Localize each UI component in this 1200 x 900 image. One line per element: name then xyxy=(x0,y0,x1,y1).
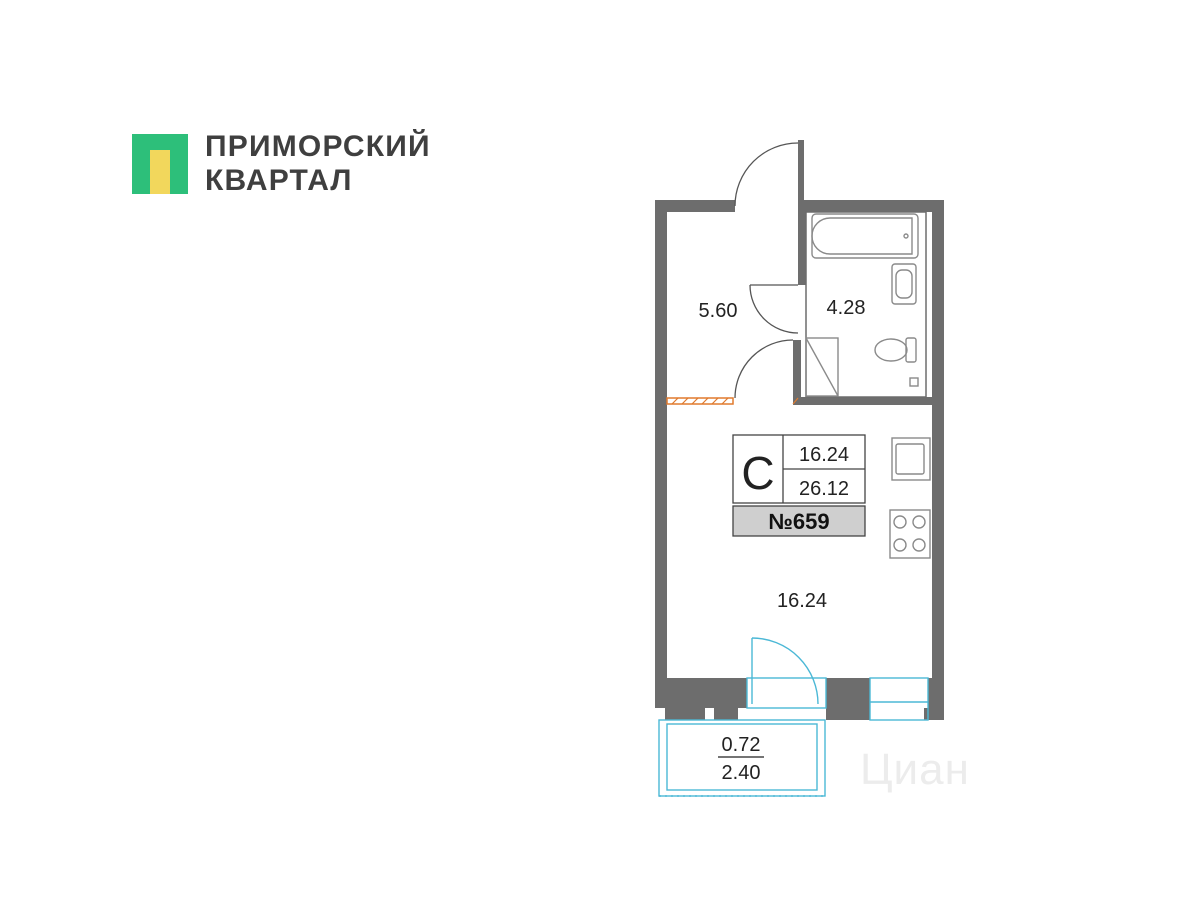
watermark: Циан xyxy=(860,745,970,794)
burner-1 xyxy=(893,515,907,529)
kitchen-fixtures xyxy=(889,437,931,559)
wall-top-left xyxy=(655,200,735,212)
wall-bottom-left xyxy=(655,678,747,708)
entrance-marker xyxy=(666,397,734,405)
wall-top-right xyxy=(798,200,944,212)
wall-bottom-right xyxy=(928,678,944,708)
wall-bottom-ledge-4 xyxy=(924,708,944,720)
bathtub-inner xyxy=(811,217,913,255)
summary-badge: С 16.24 26.12 №659 xyxy=(732,434,866,537)
logo-icon-inner xyxy=(150,150,170,194)
washbasin-bowl xyxy=(895,269,913,299)
bathroom-fixtures xyxy=(805,213,919,397)
brand-name: ПРИМОРСКИЙ КВАРТАЛ xyxy=(205,130,505,198)
burner-3 xyxy=(893,538,907,552)
apartment-number-bg xyxy=(732,505,866,537)
balcony-area-top: 0.72 xyxy=(722,734,761,756)
kitchen-sink-bowl xyxy=(895,443,925,475)
wall-right xyxy=(932,200,944,678)
balcony-door-frame xyxy=(746,677,827,709)
outer-walls xyxy=(655,140,944,708)
wall-bath-bottom xyxy=(793,397,932,405)
summary-living-area: 16.24 xyxy=(799,444,849,466)
logo-icon xyxy=(132,134,188,194)
bath-area-label: 4.28 xyxy=(827,297,866,319)
brand-line-1: ПРИМОРСКИЙ xyxy=(205,130,431,163)
balcony-inner-line xyxy=(666,723,818,791)
toilet-tank xyxy=(905,337,917,363)
interior-walls xyxy=(793,200,932,405)
toilet-icon xyxy=(874,338,908,362)
doors xyxy=(734,142,799,399)
entrance-hatch xyxy=(671,397,799,405)
window-right xyxy=(869,677,929,721)
brand-line-2: КВАРТАЛ xyxy=(205,164,353,197)
wall-bath-left-upper xyxy=(798,200,806,285)
hall-area-label: 5.60 xyxy=(699,300,738,322)
stove-icon xyxy=(889,509,931,559)
burner-4 xyxy=(912,538,926,552)
wall-bottom-ledge-2 xyxy=(714,708,738,720)
entrance-door-swing xyxy=(734,142,799,207)
burner-2 xyxy=(912,515,926,529)
bathtub-icon xyxy=(811,213,919,259)
bathtub-drain xyxy=(903,233,909,239)
wall-bottom-mid xyxy=(826,678,870,708)
bathroom-door-swing xyxy=(749,284,799,334)
bottom-wall xyxy=(655,678,944,720)
living-area-label: 16.24 xyxy=(777,590,827,612)
balcony-outline xyxy=(658,719,826,797)
apartment-type-letter: С xyxy=(741,447,774,499)
bath-inner-line xyxy=(805,211,927,398)
wall-bath-left-lower xyxy=(793,340,801,405)
wall-left xyxy=(655,200,667,708)
kitchen-sink-icon xyxy=(891,437,931,481)
balcony-area-bottom: 2.40 xyxy=(722,762,761,784)
glazing xyxy=(658,637,929,797)
balcony-door-swing xyxy=(751,637,819,705)
wall-door-jamb xyxy=(798,140,804,212)
shaft-diagonal xyxy=(805,337,839,397)
floor-drain xyxy=(909,377,919,387)
summary-total-area: 26.12 xyxy=(799,478,849,500)
wall-bottom-ledge-1 xyxy=(665,708,705,720)
inner-door-swing xyxy=(734,339,794,399)
wall-bottom-ledge-3 xyxy=(826,708,870,720)
washbasin-icon xyxy=(891,263,917,305)
shaft-icon xyxy=(805,337,839,397)
apartment-number: №659 xyxy=(768,509,829,534)
